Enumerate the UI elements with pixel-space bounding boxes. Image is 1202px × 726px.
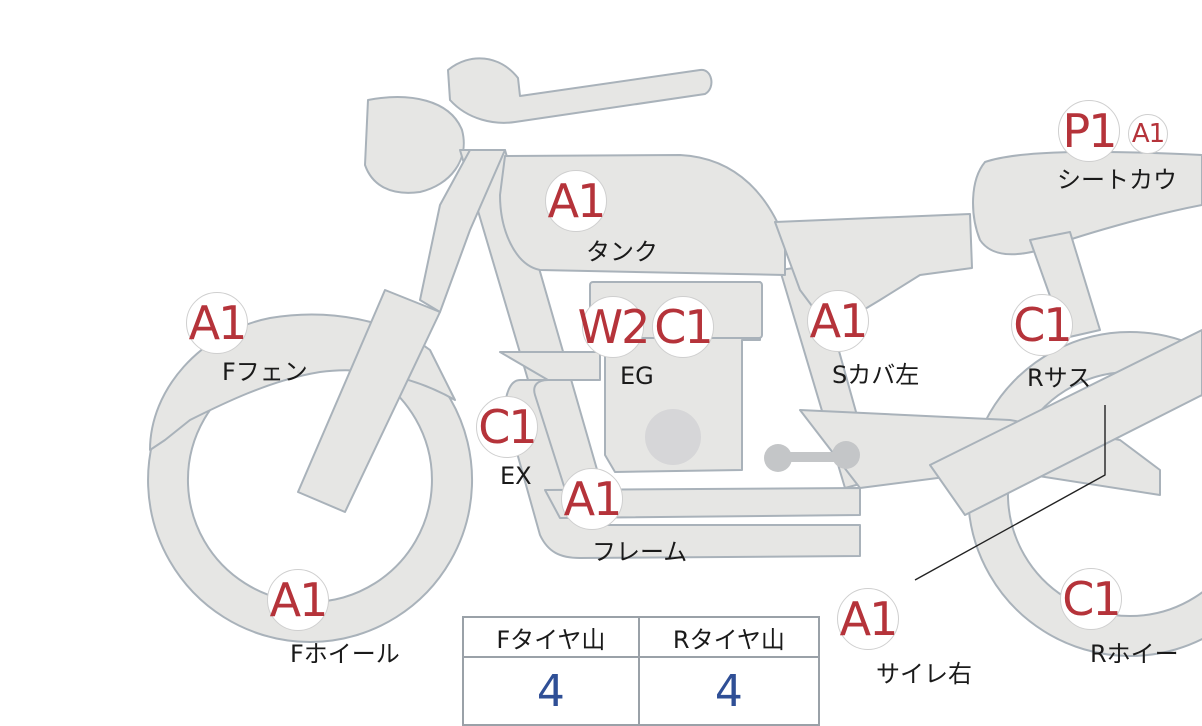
exhaust-pipe-shape: [499, 351, 861, 559]
exhaust-label: EX: [500, 462, 532, 490]
rear-tire-value: 4: [637, 656, 821, 726]
engine-grade-badge-1: W2: [578, 296, 650, 358]
r-suspension-label: Rサス: [1027, 364, 1092, 392]
footpeg-shape: [764, 441, 860, 472]
chain-line: [914, 405, 1106, 581]
front-fork-shape: [297, 289, 441, 513]
frame-grade-badge: A1: [561, 468, 623, 530]
front-tire-header: Fタイヤ山: [462, 616, 640, 658]
seat-cowl-label: シートカウ: [1057, 166, 1177, 194]
s-cover-left-grade-badge: A1: [807, 290, 869, 352]
r-wheel-grade-badge: C1: [1060, 568, 1122, 630]
silencer-right-grade-badge: A1: [837, 588, 899, 650]
exhaust-grade-badge: C1: [476, 396, 538, 458]
r-suspension-grade-badge: C1: [1011, 294, 1073, 356]
silencer-shape: [929, 329, 1202, 516]
table-header-row: Fタイヤ山 Rタイヤ山: [462, 616, 821, 658]
silencer-right-label: サイレ右: [876, 660, 972, 688]
frame-lower-shape: [544, 487, 861, 519]
handlebar-shape: [447, 57, 713, 124]
engine-grade-badge-2: C1: [652, 296, 714, 358]
s-cover-left-label: Sカバ左: [832, 361, 920, 389]
f-fender-label: Fフェン: [222, 358, 308, 386]
seat-cowl-grade-badge-2: A1: [1128, 114, 1168, 154]
tire-tread-table: Fタイヤ山 Rタイヤ山 4 4: [462, 616, 821, 726]
tank-label: タンク: [586, 238, 658, 266]
engine-label: EG: [620, 362, 654, 390]
front-tire-value: 4: [462, 656, 640, 726]
f-fender-grade-badge: A1: [186, 292, 248, 354]
table-row: 4 4: [462, 656, 821, 726]
tank-grade-badge: A1: [545, 170, 607, 232]
frame-label: フレーム: [592, 538, 688, 566]
f-wheel-label: Fホイール: [290, 640, 400, 668]
headlight-shape: [364, 96, 465, 194]
r-wheel-label: Rホイー: [1090, 640, 1179, 668]
frame-top-shape: [419, 149, 506, 313]
rear-tire-header: Rタイヤ山: [637, 616, 821, 658]
seat-cowl-grade-badge-1: P1: [1058, 100, 1120, 162]
f-wheel-grade-badge: A1: [267, 569, 329, 631]
engine-cover-circle: [645, 409, 701, 465]
